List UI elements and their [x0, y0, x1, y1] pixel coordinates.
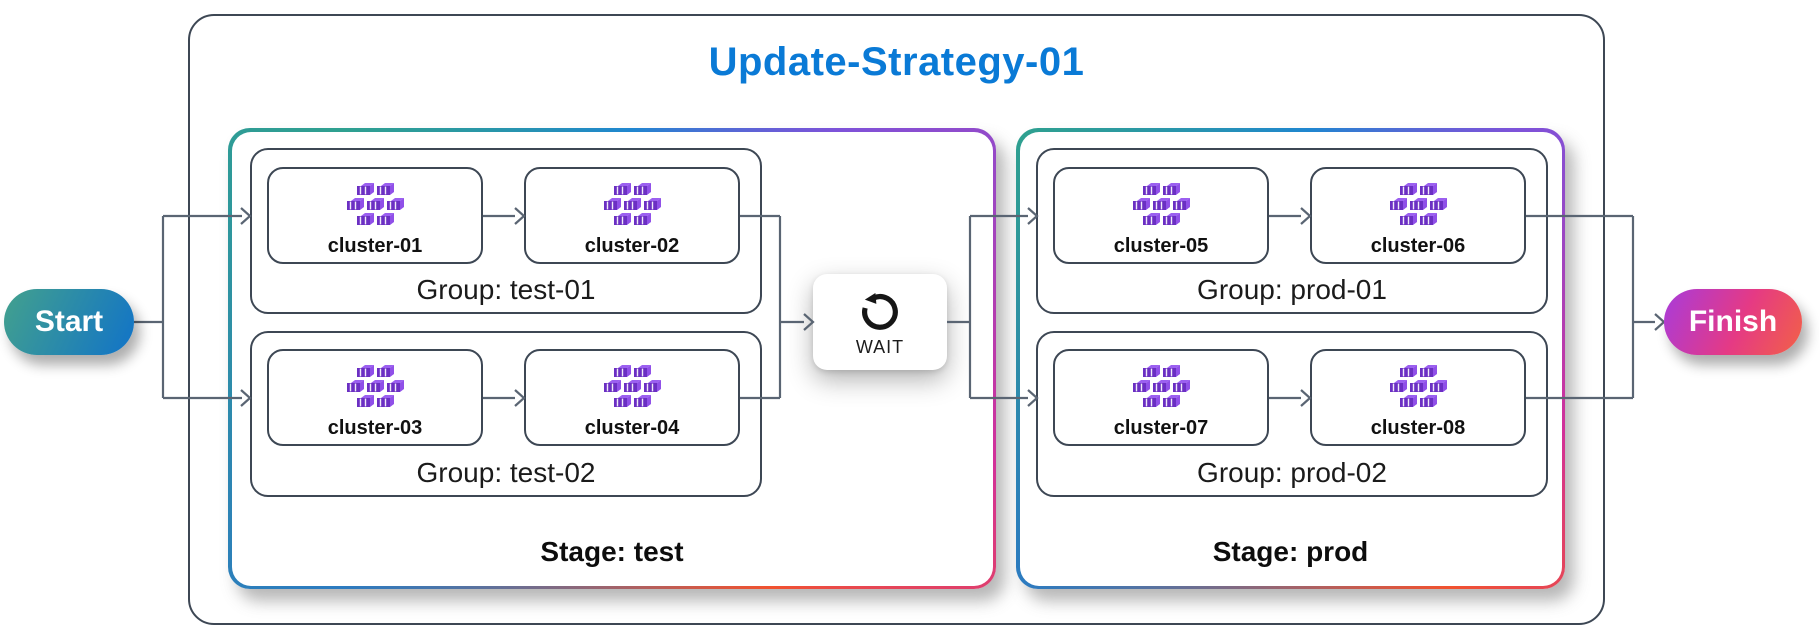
cluster-label: cluster-04 [584, 417, 680, 439]
container-cluster-icon [601, 182, 663, 228]
stage-test-label: Stage: test [540, 535, 684, 567]
strategy-title: Update-Strategy-01 [708, 40, 1085, 84]
refresh-ccw-icon [862, 292, 898, 330]
cluster-07-node[interactable]: cluster-07 [1053, 349, 1269, 446]
cluster-08-node[interactable]: cluster-08 [1310, 349, 1526, 446]
arrowhead [1654, 313, 1666, 331]
cluster-04-node[interactable]: cluster-04 [524, 349, 740, 446]
container-cluster-icon [1130, 364, 1192, 410]
finish-node[interactable]: Finish [1664, 289, 1802, 355]
cluster-label: cluster-01 [327, 235, 423, 257]
group-prod-02-box: Group: prod-02 [1036, 331, 1548, 497]
cluster-label: cluster-05 [1113, 235, 1209, 257]
container-cluster-icon [344, 364, 406, 410]
group-prod-01-label: Group: prod-01 [1197, 274, 1387, 305]
stage-prod-label: Stage: prod [1212, 535, 1369, 567]
container-cluster-icon [1387, 182, 1449, 228]
cluster-label: cluster-08 [1370, 417, 1466, 439]
cluster-label: cluster-02 [584, 235, 680, 257]
container-cluster-icon [601, 364, 663, 410]
cluster-label: cluster-06 [1370, 235, 1466, 257]
cluster-label: cluster-03 [327, 417, 423, 439]
wait-node[interactable]: WAIT [813, 274, 947, 370]
group-test-01-label: Group: test-01 [416, 274, 596, 305]
start-label: Start [34, 305, 104, 338]
wait-label: WAIT [855, 337, 905, 357]
start-node[interactable]: Start [4, 289, 134, 355]
cluster-02-node[interactable]: cluster-02 [524, 167, 740, 264]
cluster-label: cluster-07 [1113, 417, 1209, 439]
cluster-03-node[interactable]: cluster-03 [267, 349, 483, 446]
finish-label: Finish [1688, 305, 1778, 338]
cluster-01-node[interactable]: cluster-01 [267, 167, 483, 264]
container-cluster-icon [344, 182, 406, 228]
cluster-05-node[interactable]: cluster-05 [1053, 167, 1269, 264]
container-cluster-icon [1130, 182, 1192, 228]
container-cluster-icon [1387, 364, 1449, 410]
cluster-06-node[interactable]: cluster-06 [1310, 167, 1526, 264]
group-test-02-label: Group: test-02 [416, 457, 596, 488]
group-prod-02-label: Group: prod-02 [1197, 457, 1387, 488]
